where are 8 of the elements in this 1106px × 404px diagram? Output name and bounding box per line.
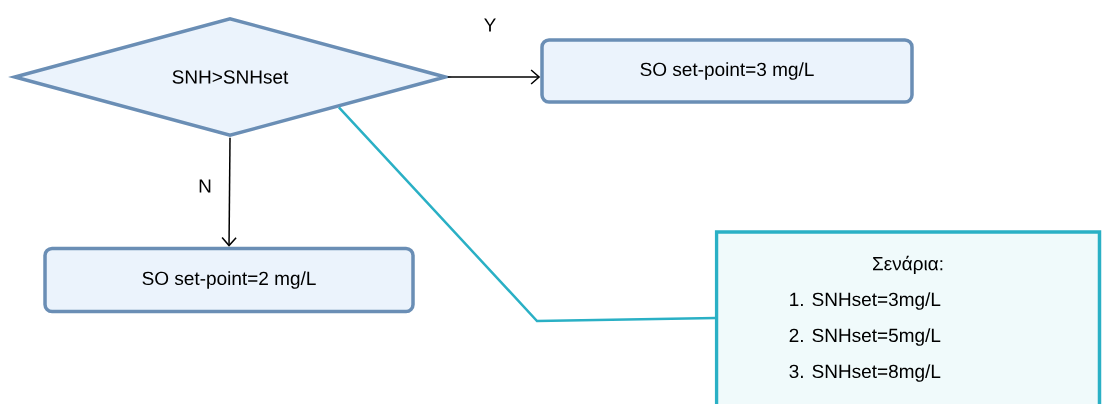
edge-label: Y: [482, 17, 498, 33]
process-box: SO set-point=3 mg/L: [540, 38, 914, 104]
leader-line: [337, 106, 717, 323]
edge-label: N: [197, 178, 213, 194]
callout-box: Σενάρια: 1. SNHset=3mg/L 2. SNHset=5mg/L 3. SNHset=8mg/L: [714, 230, 1102, 404]
arrow: [447, 69, 541, 85]
arrow: [221, 137, 237, 247]
process-box: SO set-point=2 mg/L: [43, 246, 415, 314]
